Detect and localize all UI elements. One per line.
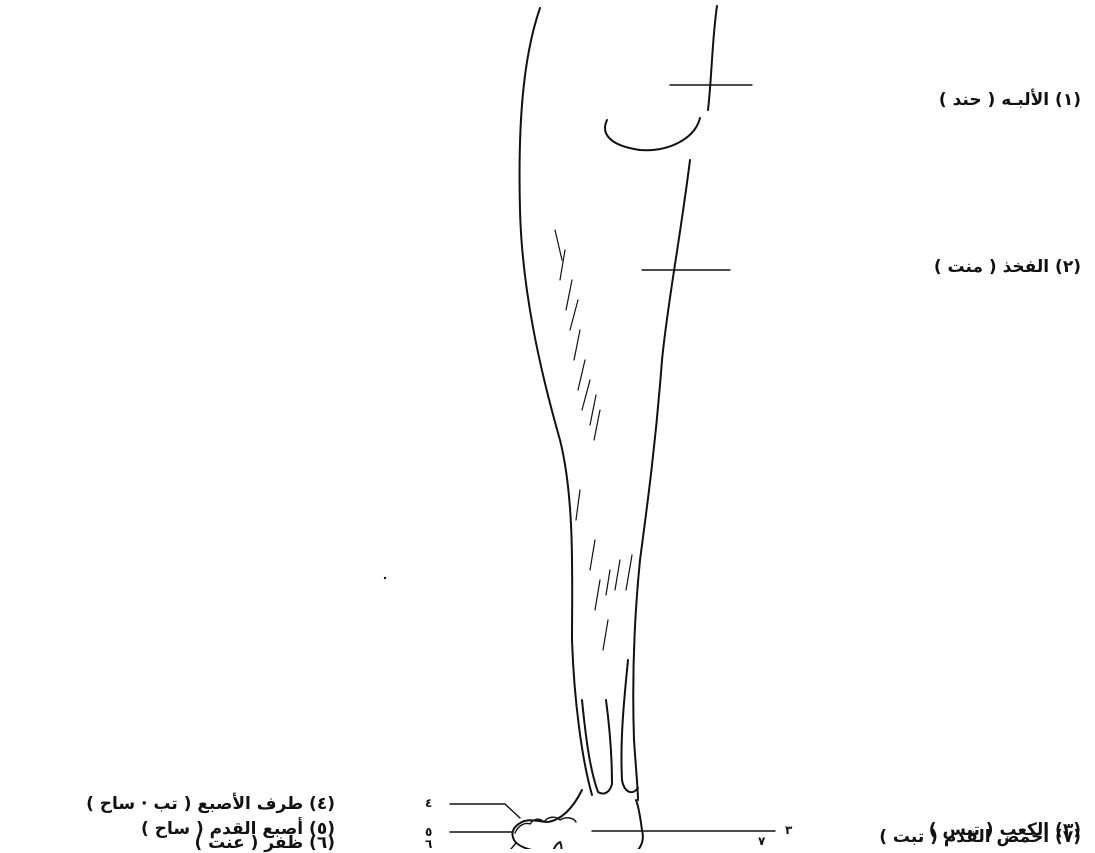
tendon-left — [582, 700, 612, 794]
label-sole: (٧) أخمص القدم ( تبت ) — [879, 829, 1081, 846]
marker-4: ٤ — [425, 797, 432, 809]
marker-3: ٣ — [785, 824, 792, 836]
leg-outline-back — [520, 8, 592, 795]
toes — [515, 817, 576, 833]
marker-7: ٧ — [758, 835, 765, 847]
leg-outline-front — [633, 6, 717, 800]
label-thigh: (٢) الفخذ ( منت ) — [934, 259, 1081, 276]
foot-outline — [512, 790, 642, 849]
shading-lines — [555, 230, 632, 650]
leader-lines — [450, 85, 775, 849]
marker-6: ٦ — [425, 838, 432, 850]
buttock-curve — [605, 118, 700, 150]
label-toe-tip: (٤) طرف الأصبع ( تب · ساح ) — [86, 796, 335, 813]
label-nail: (٦) ظفر ( عنت ) — [194, 835, 335, 852]
sole-mark — [552, 842, 562, 849]
label-buttock: (١) الألبـه ( حند ) — [939, 92, 1081, 109]
stray-dot — [384, 577, 386, 579]
